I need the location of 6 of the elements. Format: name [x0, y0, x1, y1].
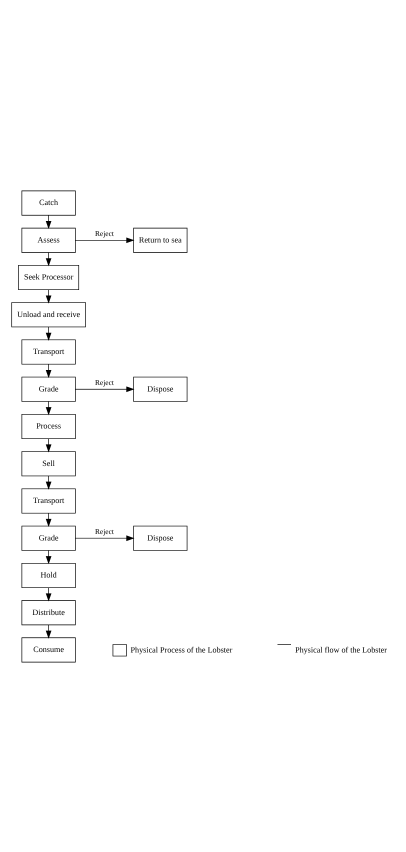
edge-label: Reject	[94, 378, 114, 387]
edge-label: Reject	[94, 228, 114, 238]
arrow	[74, 534, 134, 541]
arrow	[74, 386, 134, 392]
arrow	[74, 236, 134, 243]
edge-label: Reject	[94, 526, 114, 536]
